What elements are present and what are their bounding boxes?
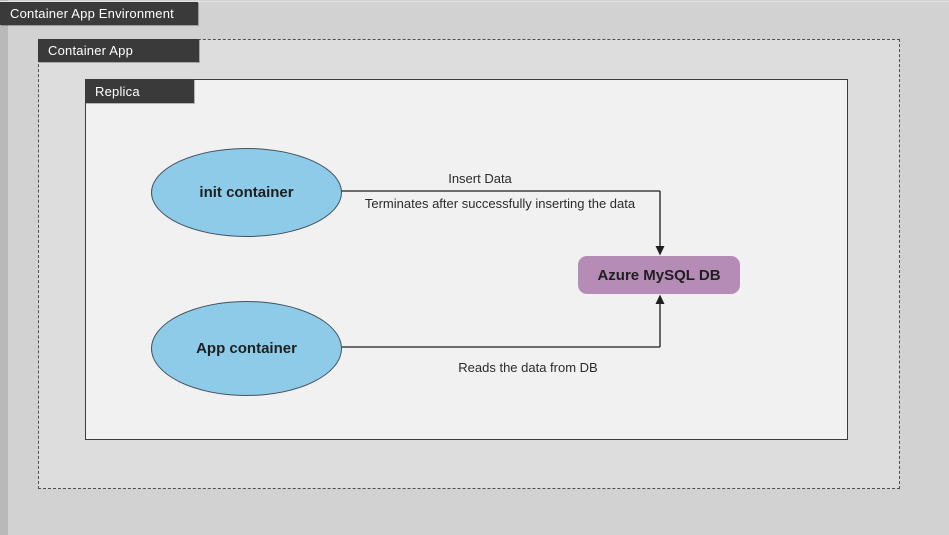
app-container-node: App container bbox=[151, 301, 342, 396]
azure-mysql-db-label: Azure MySQL DB bbox=[597, 266, 721, 284]
edge-label-terminates: Terminates after successfully inserting … bbox=[364, 196, 636, 211]
environment-label: Container App Environment bbox=[10, 6, 174, 21]
container-app-title-bar: Container App bbox=[38, 39, 199, 62]
azure-mysql-db-node: Azure MySQL DB bbox=[578, 256, 740, 294]
init-container-node: init container bbox=[151, 148, 342, 237]
environment-title-bar: Container App Environment bbox=[0, 2, 198, 25]
container-app-label: Container App bbox=[48, 43, 133, 58]
page-top-highlight bbox=[0, 1, 949, 2]
edge-label-insert-data: Insert Data bbox=[448, 171, 512, 186]
replica-label: Replica bbox=[95, 83, 140, 99]
page-left-edge bbox=[0, 0, 8, 535]
edge-label-reads-data: Reads the data from DB bbox=[458, 360, 598, 375]
init-container-label: init container bbox=[199, 184, 294, 201]
app-container-label: App container bbox=[196, 340, 297, 357]
replica-title-bar: Replica bbox=[85, 79, 194, 103]
